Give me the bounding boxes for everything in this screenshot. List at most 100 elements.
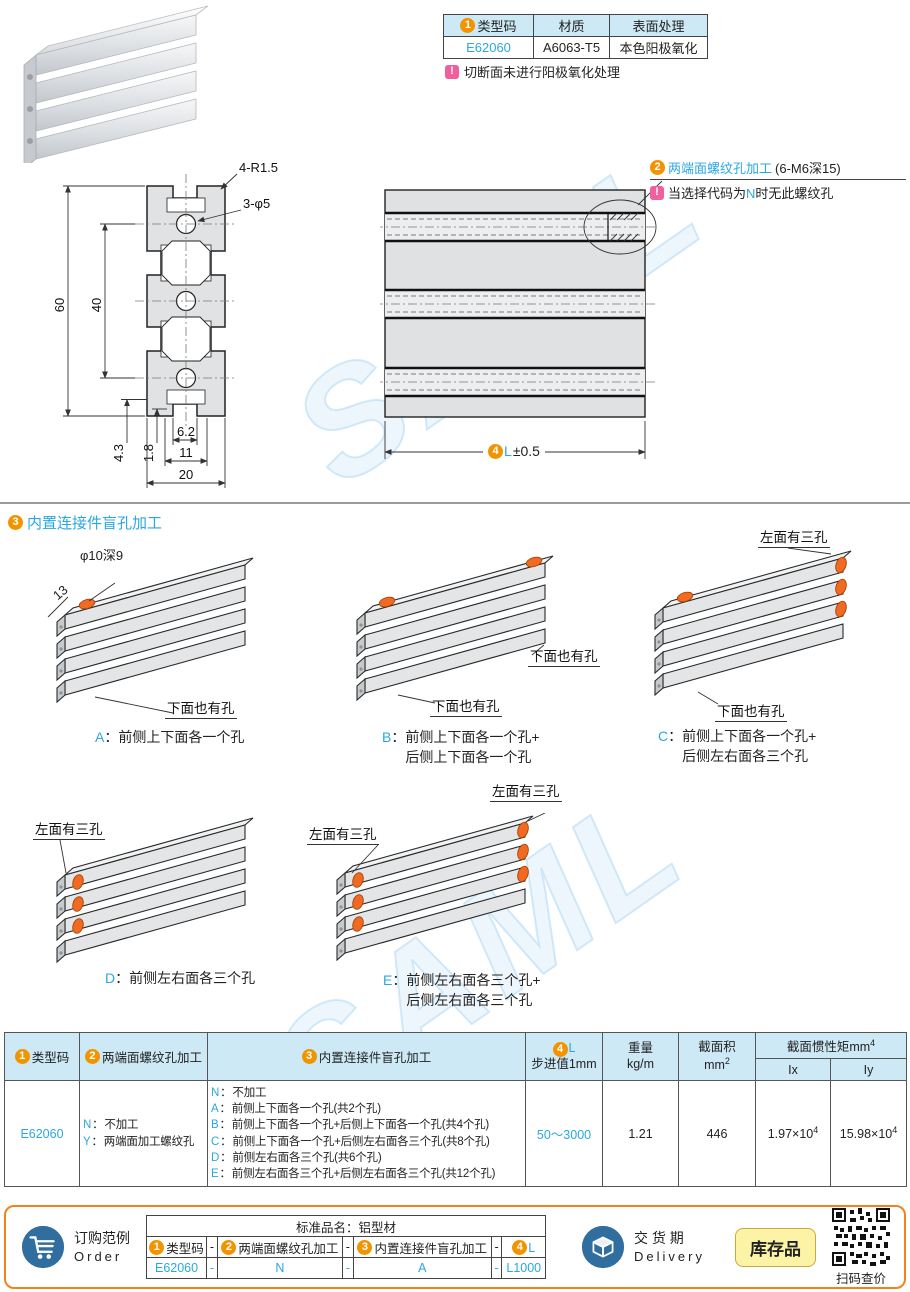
qr-block: 扫码查价: [832, 1207, 890, 1287]
cross-section-drawing: 60 40 4.3 1.8 6.2 11 20 4-R1.5 3-φ5: [55, 160, 278, 488]
dash: -: [206, 1257, 218, 1279]
standard-name: 标准品名：铝型材: [145, 1215, 547, 1237]
cell-length-range: 50～3000: [525, 1080, 603, 1187]
ord-blind-code: A: [352, 1257, 492, 1279]
ord-h-length: 4 L: [501, 1236, 547, 1258]
ord-h-blind: 3 内置连接件盲孔加工: [352, 1236, 492, 1258]
order-example-table: 标准品名：铝型材 1 类型码 - 2 两端面螺纹孔加工 - 3: [145, 1215, 547, 1279]
variant-a-figure: φ10深9 13 下面也有孔 A： 前侧上下面各一个孔: [35, 545, 320, 775]
side-view-drawing: [380, 180, 663, 459]
anodize-note: ! 切断面未进行阳极氧化处理: [445, 62, 620, 81]
info-header-surface: 表面处理: [609, 14, 708, 37]
dim-20: 20: [179, 467, 193, 482]
col-thread: 2 两端面螺纹孔加工: [79, 1032, 208, 1081]
badge-4-icon: 4: [512, 1240, 528, 1255]
delivery-box-icon: [581, 1225, 625, 1269]
info-header-material: 材质: [533, 14, 610, 37]
cell-iy: 15.98×104: [830, 1080, 907, 1187]
badge-2-icon: 2: [650, 160, 665, 175]
cell-thread-options: N：不加工 Y：两端面加工螺纹孔: [79, 1080, 208, 1187]
col-type-code: 1 类型码: [4, 1032, 80, 1081]
info-surface: 本色阳极氧化: [609, 36, 708, 59]
badge-3-icon: 3: [8, 515, 23, 530]
dim-corner-radius: 4-R1.5: [239, 160, 278, 175]
ord-length-code: L1000: [501, 1257, 547, 1279]
callout-left-holes: 左面有三孔: [33, 818, 105, 840]
dim-blind-hole: φ10深9: [80, 548, 124, 563]
col-ix: Ix: [755, 1058, 831, 1081]
variant-b-drawing: [356, 555, 554, 704]
ord-thread-code: N: [216, 1257, 344, 1279]
badge-1-icon: 1: [14, 1049, 30, 1064]
badge-2-icon: 2: [84, 1049, 100, 1064]
cell-type-code: E62060: [4, 1080, 80, 1187]
delivery-label: 交 货 期 Delivery: [634, 1229, 705, 1264]
variant-c-figure: 左面有三孔 下面也有孔 C： 前侧上下面各一个孔+后侧左右面各三个孔: [630, 518, 908, 773]
badge-1-icon: 1: [460, 18, 476, 33]
badge-3-icon: 3: [357, 1239, 373, 1255]
slot-bands: [380, 211, 656, 398]
qr-code: [832, 1207, 890, 1266]
callout-left-holes: 左面有三孔: [758, 526, 830, 548]
cell-weight: 1.21: [602, 1080, 679, 1187]
badge-4-icon: 4: [552, 1041, 568, 1057]
callout-left-holes: 左面有三孔: [490, 780, 562, 802]
warning-icon: !: [650, 185, 664, 200]
col-blind: 3 内置连接件盲孔加工: [207, 1032, 526, 1081]
dash: -: [342, 1257, 354, 1279]
dim-40: 40: [89, 298, 104, 312]
info-header-type: 1 类型码: [443, 14, 534, 37]
variant-e-drawing: [336, 813, 546, 962]
info-type-code: E62060: [443, 36, 534, 59]
col-length: 4 L 步进值1mm: [525, 1032, 603, 1081]
length-dim-label: 4 L ±0.5: [383, 443, 645, 459]
callout-bottom-holes: 下面也有孔: [715, 700, 787, 722]
badge-4-icon: 4: [488, 443, 504, 459]
ord-type-code: E62060: [145, 1257, 208, 1279]
variant-b-caption: B： 前侧上下面各一个孔+后侧上下面各一个孔: [382, 729, 540, 766]
col-inertia: 截面惯性矩mm4: [755, 1032, 907, 1059]
product-photo: [23, 5, 209, 163]
col-iy: Iy: [830, 1058, 907, 1081]
dim-60: 60: [55, 298, 67, 312]
badge-1-icon: 1: [149, 1239, 165, 1255]
cell-blind-options: N：不加工 A：前侧上下面各一个孔(共2个孔) B：前侧上下面各一个孔+后侧上下…: [207, 1080, 526, 1187]
dim-center-holes: 3-φ5: [243, 196, 270, 211]
badge-3-icon: 3: [301, 1049, 317, 1064]
ord-h-type: 1 类型码: [145, 1236, 208, 1258]
stock-badge: 库存品: [735, 1227, 816, 1267]
footer: 订购范例 Order 标准品名：铝型材 1 类型码 - 2 两端面螺: [4, 1205, 906, 1289]
dash: -: [490, 1257, 503, 1279]
spec-row: E62060 N：不加工 Y：两端面加工螺纹孔 N：不加工 A：前侧上下面各一个…: [4, 1080, 907, 1187]
variant-b-figure: 下面也有孔 下面也有孔 B： 前侧上下面各一个孔+后侧上下面各一个孔: [330, 545, 625, 785]
section-divider: [0, 502, 910, 504]
col-area: 截面积 mm2: [678, 1032, 756, 1081]
order-example-label: 订购范例 Order: [74, 1229, 130, 1264]
variant-c-drawing: [654, 548, 852, 705]
badge-2-icon: 2: [221, 1239, 237, 1255]
material-info-table: 1 类型码 材质 表面处理 E62060 A6063-T5 本色阳极氧化: [443, 14, 708, 59]
variant-e-caption: E： 前侧左右面各三个孔+后侧左右面各三个孔: [383, 972, 541, 1009]
callout-bottom-holes: 下面也有孔: [430, 695, 502, 717]
callout-bottom-holes: 下面也有孔: [528, 645, 600, 667]
dim-1-8: 1.8: [141, 444, 156, 462]
ord-h-thread: 2 两端面螺纹孔加工: [216, 1236, 344, 1258]
callout-left-holes: 左面有三孔: [307, 823, 379, 845]
spec-table: 1 类型码 2 两端面螺纹孔加工 3 内置连接件盲孔加工 4 L 步进值1mm: [4, 1032, 907, 1187]
section3-title: 3 内置连接件盲孔加工: [8, 512, 162, 533]
dim-6-2: 6.2: [177, 424, 195, 439]
cell-area: 446: [678, 1080, 756, 1187]
warning-icon: !: [445, 64, 459, 79]
info-material: A6063-T5: [533, 36, 610, 59]
variant-d-caption: D： 前侧左右面各三个孔: [105, 970, 256, 986]
variant-c-caption: C： 前侧上下面各一个孔+后侧左右面各三个孔: [658, 728, 817, 765]
variant-d-drawing: [56, 817, 254, 964]
dim-11: 11: [179, 445, 193, 460]
qr-caption: 扫码查价: [835, 1271, 886, 1286]
thread-detail: [583, 180, 663, 255]
callout-bottom-holes: 下面也有孔: [165, 697, 237, 719]
variant-a-drawing: [47, 557, 254, 714]
variant-a-caption: A： 前侧上下面各一个孔: [95, 729, 245, 745]
